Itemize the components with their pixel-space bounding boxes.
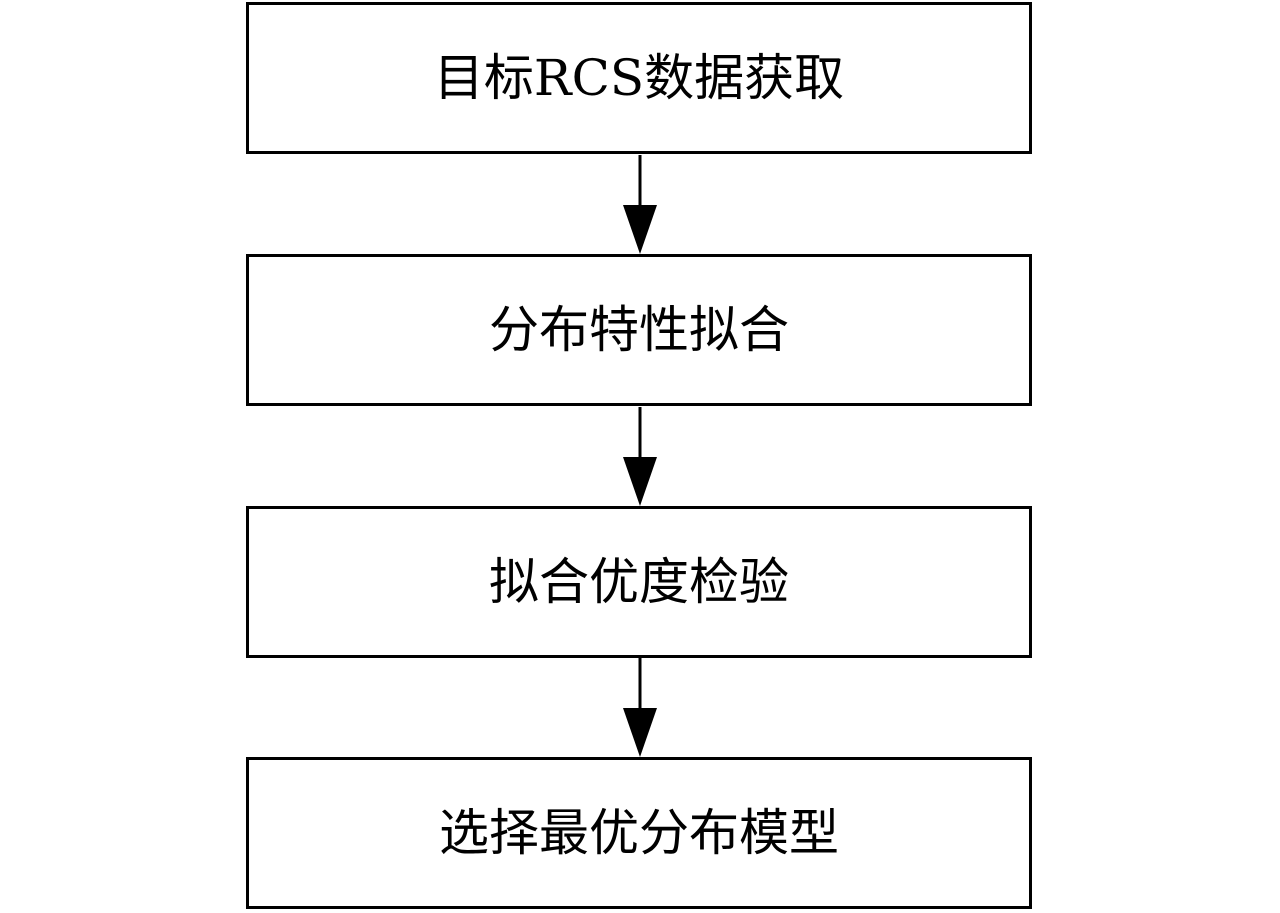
- step-label: 分布特性拟合: [489, 301, 789, 359]
- step-box-distribution-fitting: 分布特性拟合: [246, 254, 1032, 406]
- step-box-goodness-of-fit-test: 拟合优度检验: [246, 506, 1032, 658]
- step-label: 选择最优分布模型: [439, 804, 839, 862]
- arrow-down-icon: [623, 155, 657, 254]
- step-label: 目标RCS数据获取: [433, 49, 845, 107]
- step-label: 拟合优度检验: [489, 553, 789, 611]
- arrow-down-icon: [623, 407, 657, 506]
- step-box-rcs-data-acquisition: 目标RCS数据获取: [246, 2, 1032, 154]
- arrow-down-icon: [623, 658, 657, 757]
- step-box-select-optimal-model: 选择最优分布模型: [246, 757, 1032, 909]
